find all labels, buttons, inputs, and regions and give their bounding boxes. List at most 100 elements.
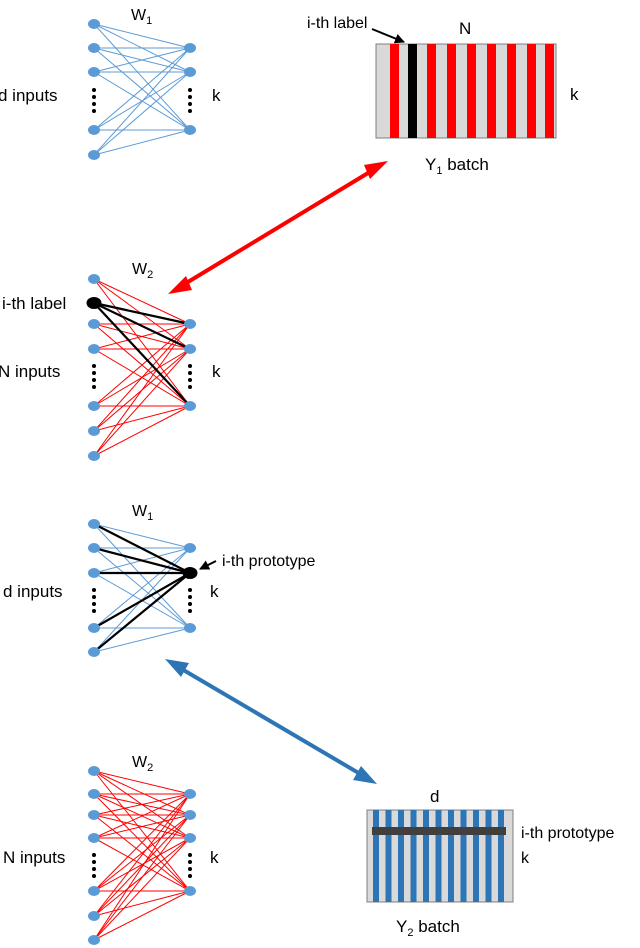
input-node: [88, 451, 100, 461]
connection-line: [93, 770, 191, 816]
batch-side-label: k: [570, 85, 579, 104]
connection-line: [93, 793, 191, 816]
ellipsis-dot: [188, 95, 192, 99]
panel-4-network: W2 N inputs k: [3, 754, 219, 945]
ellipsis-dot: [92, 95, 96, 99]
highlight-connection: [93, 523, 191, 574]
ellipsis-dot: [92, 88, 96, 92]
input-node: [88, 766, 100, 776]
highlight-input-node: [86, 297, 102, 309]
ellipsis-dot: [188, 860, 192, 864]
ellipsis-dot: [188, 595, 192, 599]
ellipsis-dot: [92, 867, 96, 871]
w2-edges: [93, 770, 191, 941]
prototype-stripe: [385, 810, 392, 902]
y2-prototype-stripes: [373, 810, 504, 902]
output-node: [184, 789, 196, 799]
label-stripe: [467, 44, 476, 138]
connection-line: [93, 814, 191, 941]
prototype-label: i-th prototype: [521, 825, 614, 842]
prototype-pointer-arrow: [199, 560, 217, 570]
output-node: [184, 67, 196, 77]
blue-double-arrow: [165, 659, 377, 784]
ellipsis-dot: [188, 588, 192, 592]
ellipsis-dot: [92, 109, 96, 113]
inputs-label: d inputs: [0, 86, 58, 105]
network-nodes: [88, 766, 196, 945]
prototype-stripe: [373, 810, 379, 902]
network-nodes: [86, 274, 196, 461]
output-node: [184, 623, 196, 633]
prototype-stripe: [448, 810, 454, 902]
connection-line: [93, 405, 191, 457]
input-node: [88, 543, 100, 553]
prototype-stripe: [485, 810, 492, 902]
highlight-connection: [93, 301, 191, 326]
inputs-label: d inputs: [3, 582, 63, 601]
connection-line: [93, 890, 191, 941]
outputs-label: k: [212, 86, 221, 105]
prototype-stripe: [423, 810, 429, 902]
weight-label-w2: W2: [132, 261, 153, 281]
input-node: [88, 623, 100, 633]
input-node: [88, 426, 100, 436]
output-node: [184, 125, 196, 135]
ellipsis-dot: [92, 378, 96, 382]
connection-line: [93, 627, 191, 653]
inputs-label: N inputs: [0, 362, 60, 381]
panel-2-network: W2 i-th label N inputs k: [0, 261, 221, 461]
ellipsis-dot: [92, 874, 96, 878]
input-node: [88, 67, 100, 77]
input-node: [88, 274, 100, 284]
prototype-stripe: [498, 810, 504, 902]
connection-line: [93, 47, 191, 131]
ellipsis-dot: [92, 853, 96, 857]
input-node: [88, 886, 100, 896]
label-stripe: [487, 44, 496, 138]
ellipsis-dot: [188, 364, 192, 368]
ellipsis-dot: [188, 371, 192, 375]
connection-line: [93, 837, 191, 892]
highlight-output-node: [182, 567, 198, 579]
ellipsis-dot: [188, 88, 192, 92]
output-node: [184, 543, 196, 553]
connection-line: [93, 47, 191, 156]
output-node: [184, 886, 196, 896]
w1-edges: [93, 523, 191, 653]
input-node: [88, 833, 100, 843]
connection-line: [93, 837, 191, 941]
highlight-connection: [93, 572, 191, 653]
outputs-label: k: [210, 582, 219, 601]
connection-line: [93, 405, 191, 432]
batch-side-label: k: [521, 850, 530, 867]
ellipsis-dot: [92, 102, 96, 106]
input-node: [88, 319, 100, 329]
connection-line: [93, 71, 191, 156]
highlight-edges: [93, 301, 191, 407]
network-nodes: [88, 519, 198, 657]
output-node: [184, 810, 196, 820]
y2-batch: d i-th prototype k Y2 batch: [366, 787, 614, 939]
ellipsis-dot: [92, 602, 96, 606]
ellipsis-dot: [92, 385, 96, 389]
connection-line: [93, 23, 191, 49]
output-node: [184, 43, 196, 53]
connection-line: [93, 814, 191, 917]
connection-line: [93, 323, 191, 407]
input-node: [88, 789, 100, 799]
input-node: [88, 125, 100, 135]
ellipsis-dot: [188, 853, 192, 857]
input-node: [88, 401, 100, 411]
prototype-stripe: [398, 810, 404, 902]
ellipsis-dot: [188, 867, 192, 871]
connection-line: [93, 793, 191, 941]
pointer-arrow: [371, 28, 405, 44]
batch-caption: Y1 batch: [425, 155, 489, 177]
label-stripe: [545, 44, 554, 138]
input-node: [88, 911, 100, 921]
connection-line: [93, 278, 191, 325]
highlight-edges: [93, 523, 191, 653]
y1-batch: N k i-th label Y1 batch: [307, 15, 579, 177]
inputs-label: N inputs: [3, 848, 65, 867]
